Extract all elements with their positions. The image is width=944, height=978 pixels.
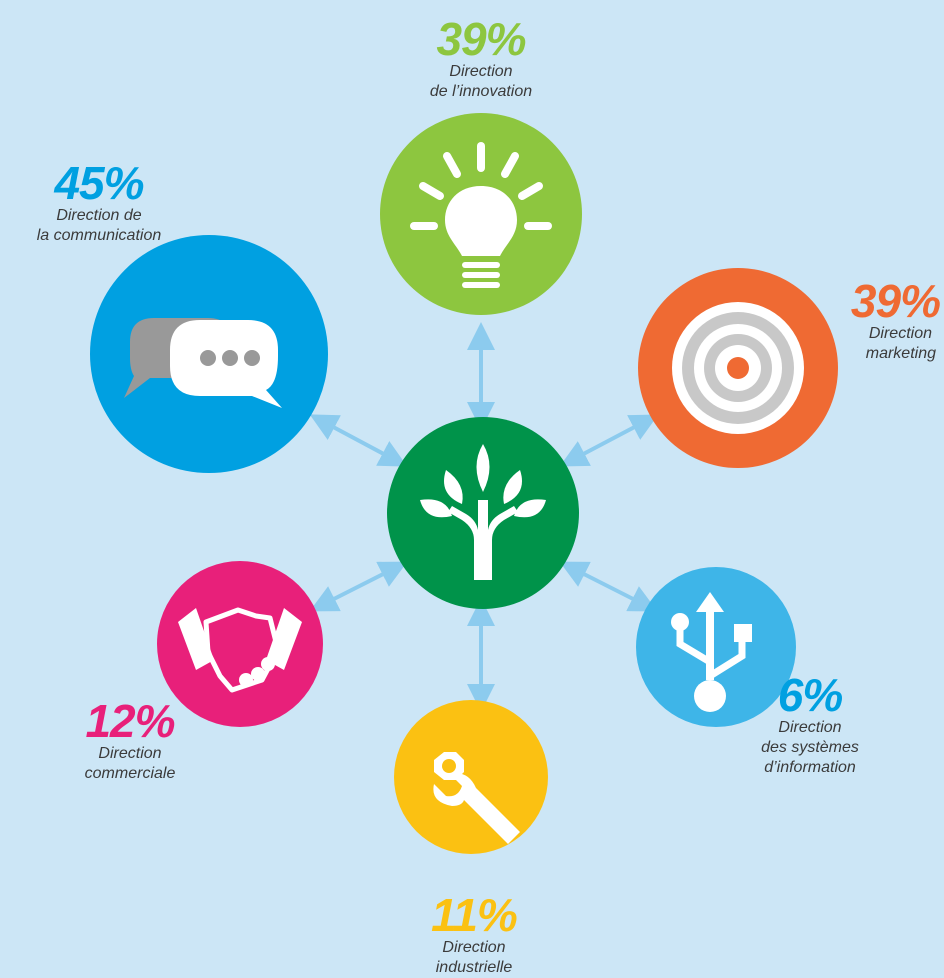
label-innovation: 39% Direction de l’innovation [399, 16, 563, 102]
node-industrial [394, 700, 548, 854]
percent-communication: 45% [54, 157, 144, 209]
node-communication [90, 235, 328, 473]
center-node [387, 417, 579, 609]
node-marketing [638, 268, 838, 468]
arrow-systems [559, 561, 658, 612]
name-systems-line2: des systèmes [761, 739, 859, 756]
lightbulb-icon [410, 142, 552, 230]
percent-marketing: 39% [850, 275, 941, 327]
name-innovation-line1: Direction [449, 63, 513, 80]
tree-icon [420, 444, 546, 580]
name-innovation-line2: de l’innovation [429, 83, 533, 100]
handshake-icon [178, 607, 302, 693]
node-systems [636, 567, 796, 727]
label-marketing: 39% Direction marketing [830, 278, 944, 364]
name-systems-line3: d’information [764, 759, 856, 776]
percent-systems: 6% [777, 669, 843, 721]
arrow-marketing [559, 414, 659, 467]
name-industrial-line1: Direction [442, 939, 506, 956]
wrench-icon [433, 752, 520, 844]
percent-commercial: 12% [85, 695, 175, 747]
arrow-commercial [309, 561, 408, 612]
name-marketing-line2: marketing [865, 345, 936, 362]
usb-icon [671, 592, 752, 712]
name-systems-line1: Direction [778, 719, 842, 736]
node-commercial [157, 561, 323, 727]
name-industrial-line2: industrielle [435, 959, 513, 976]
percent-industrial: 11% [431, 889, 518, 941]
label-systems: 6% Direction des systèmes d’information [740, 672, 880, 778]
name-communication-line1: Direction de [56, 207, 142, 224]
node-innovation [380, 113, 582, 315]
speech-bubbles-icon [124, 318, 282, 408]
name-commercial-line2: commerciale [84, 765, 176, 782]
percent-innovation: 39% [436, 13, 526, 65]
name-marketing-line1: Direction [868, 325, 932, 342]
label-commercial: 12% Direction commerciale [60, 698, 200, 784]
name-communication-line2: la communication [36, 227, 162, 244]
connector-arrows [309, 322, 659, 712]
label-industrial: 11% Direction industrielle [404, 892, 544, 978]
arrow-communication [309, 414, 408, 467]
label-communication: 45% Direction de la communication [14, 160, 184, 246]
name-commercial-line1: Direction [98, 745, 162, 762]
target-icon [672, 302, 804, 434]
